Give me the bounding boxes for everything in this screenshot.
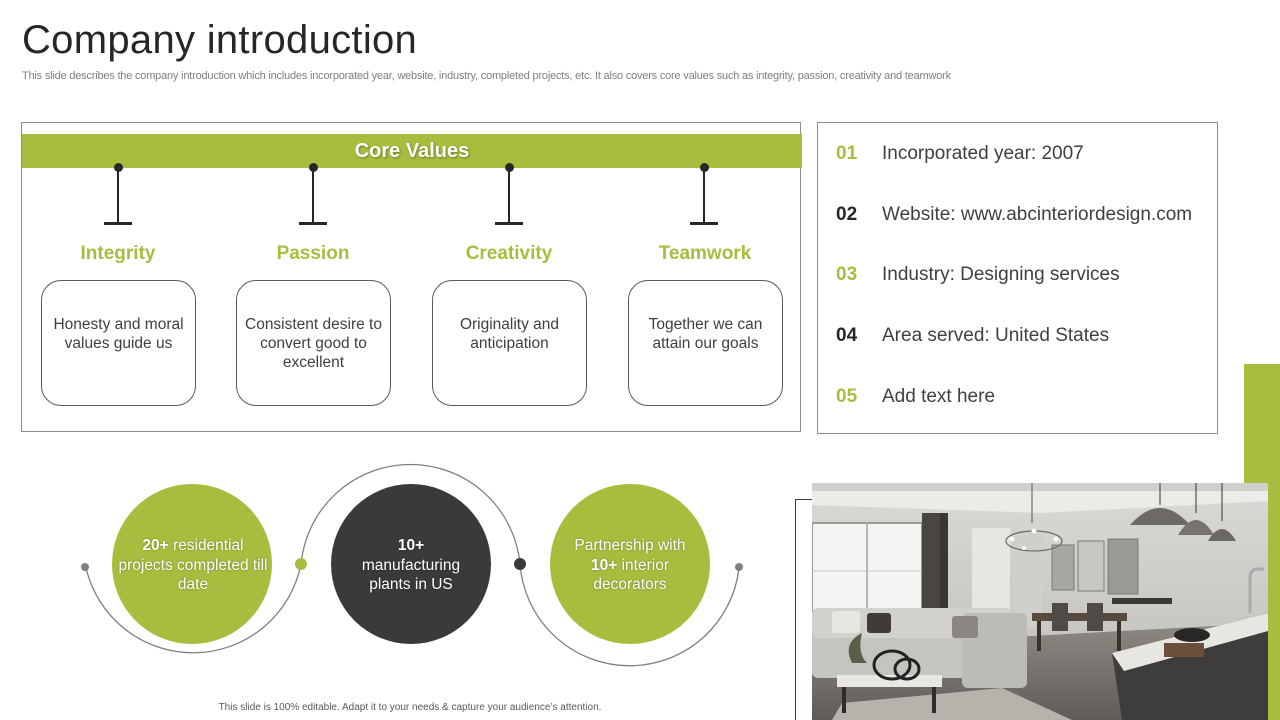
value-text: Consistent desire to convert good to exc…	[245, 316, 382, 371]
value-box-integrity: Honesty and moral values guide us	[41, 280, 196, 406]
info-area-served: Area served: United States	[882, 325, 1110, 346]
info-industry: Industry: Designing services	[882, 264, 1120, 285]
pin-dot	[309, 163, 318, 172]
core-values-panel	[21, 122, 801, 432]
stat-number: 10+	[397, 537, 425, 554]
value-title-creativity: Creativity	[465, 243, 553, 264]
pin-base	[690, 222, 718, 225]
arc-end-dot	[735, 563, 743, 571]
pin-line	[117, 168, 119, 223]
arc-joint-dot	[295, 558, 307, 570]
stat-partnership: Partnership with 10+ interior decorators	[560, 536, 700, 595]
info-incorporated-year: Incorporated year: 2007	[882, 143, 1084, 164]
pin-base	[299, 222, 327, 225]
stat-label: residential projects completed till date	[118, 537, 268, 593]
page-title: Company introduction	[22, 18, 418, 62]
stat-label: interior decorators	[593, 556, 669, 594]
value-title-passion: Passion	[276, 243, 350, 264]
stat-circle-plants	[331, 484, 491, 644]
pin-line	[312, 168, 314, 223]
pin-dot	[114, 163, 123, 172]
info-website: Website: www.abcinteriordesign.com	[882, 204, 1193, 225]
stat-prefix: Partnership with	[574, 537, 686, 554]
company-info-panel	[817, 122, 1218, 434]
info-number: 02	[836, 204, 858, 225]
pin-line	[703, 168, 705, 223]
pin-dot	[505, 163, 514, 172]
value-box-creativity: Originality and anticipation	[432, 280, 587, 406]
info-add-text: Add text here	[882, 386, 996, 407]
info-number: 01	[836, 143, 858, 164]
stat-number: 10+	[591, 556, 618, 574]
footer-note: This slide is 100% editable. Adapt it to…	[218, 702, 602, 713]
page-subtitle: This slide describes the company introdu…	[22, 70, 951, 82]
pin-base	[495, 222, 523, 225]
value-box-teamwork: Together we can attain our goals	[628, 280, 783, 406]
info-number: 04	[836, 325, 858, 346]
value-text: Honesty and moral values guide us	[53, 316, 184, 352]
pin-base	[104, 222, 132, 225]
core-values-heading: Core Values	[22, 134, 802, 168]
info-number: 03	[836, 264, 858, 285]
stat-plants: 10+ manufacturing plants in US	[346, 536, 476, 595]
stat-circle-projects	[112, 484, 272, 644]
interior-photo	[812, 483, 1268, 720]
stat-number: 20+	[142, 537, 169, 554]
pin-dot	[700, 163, 709, 172]
stat-label: manufacturing plants in US	[361, 556, 461, 594]
arc-end-dot	[81, 563, 89, 571]
stat-projects: 20+ residential projects completed till …	[118, 536, 268, 595]
value-title-teamwork: Teamwork	[658, 243, 752, 264]
value-text: Together we can attain our goals	[648, 316, 763, 352]
value-text: Originality and anticipation	[459, 316, 560, 352]
value-box-passion: Consistent desire to convert good to exc…	[236, 280, 391, 406]
info-number: 05	[836, 386, 858, 407]
stat-circle-partnership	[550, 484, 710, 644]
stats-arcs	[81, 463, 743, 667]
arc-joint-dot	[514, 558, 526, 570]
value-title-integrity: Integrity	[80, 243, 156, 264]
pin-line	[508, 168, 510, 223]
